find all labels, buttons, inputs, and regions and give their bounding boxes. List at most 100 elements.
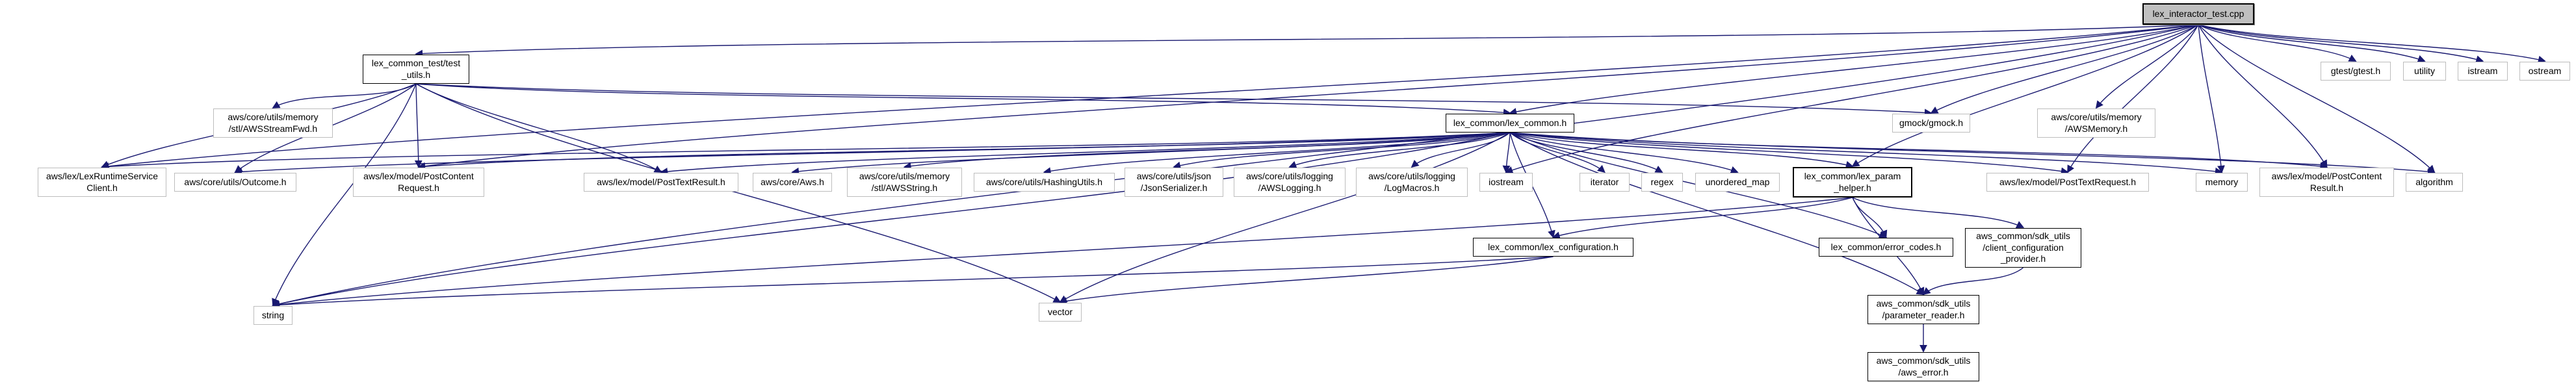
node-label: /LogMacros.h	[1384, 182, 1440, 193]
edge-lexcommon-to-string	[272, 132, 1511, 308]
edge-lexcommon-to-runtimeclient	[101, 132, 1511, 171]
node-label: istream	[2467, 65, 2498, 76]
node-hashing: aws/core/utils/HashingUtils.h	[974, 173, 1115, 192]
edge-lexcommon-to-hashing	[1043, 132, 1511, 175]
edge-lexconfig-to-vector	[1059, 256, 1554, 305]
node-label: /AWSLogging.h	[1258, 182, 1321, 193]
edge-test_utils-to-lexcommon	[415, 83, 1511, 117]
edge-lexcommon-to-jsonser	[1173, 132, 1511, 170]
node-label: iostream	[1489, 176, 1524, 187]
edge-lexcommon-to-posttextreq	[1509, 132, 2069, 175]
node-posttextreq: aws/lex/model/PostTextRequest.h	[1986, 173, 2149, 192]
edge-lexcommon-to-outcome	[234, 132, 1511, 176]
node-lexcommon[interactable]: lex_common/lex_common.h	[1446, 114, 1574, 133]
node-errorcodes[interactable]: lex_common/error_codes.h	[1819, 238, 1953, 257]
node-iterator: iterator	[1580, 173, 1630, 192]
edge-lexcommon-to-awslogging	[1288, 132, 1511, 169]
node-label: lex_common/lex_param	[1804, 170, 1901, 181]
node-label: _provider.h	[2000, 253, 2046, 264]
node-label: aws/lex/model/PostTextResult.h	[597, 176, 725, 187]
node-label: aws/lex/model/PostContent	[2271, 170, 2382, 181]
node-label: /stl/AWSStreamFwd.h	[228, 123, 318, 134]
node-label: /JsonSerializer.h	[1140, 182, 1208, 193]
node-label: lex_common/lex_common.h	[1453, 117, 1567, 128]
edge-main-to-algorithm	[2198, 24, 2436, 173]
node-awserror[interactable]: aws_common/sdk_utils/aws_error.h	[1867, 352, 1979, 381]
node-paramhelper[interactable]: lex_common/lex_param_helper.h	[1793, 167, 1912, 197]
edge-main-to-string	[272, 24, 2199, 308]
node-label: _helper.h	[1834, 182, 1871, 193]
node-logmacros: aws/core/utils/logging/LogMacros.h	[1356, 168, 1468, 197]
edge-paramhelper-to-string	[272, 197, 1853, 309]
node-awslogging: aws/core/utils/logging/AWSLogging.h	[1234, 168, 1346, 197]
node-outcome: aws/core/utils/Outcome.h	[174, 173, 296, 192]
node-label: aws/core/utils/logging	[1246, 170, 1333, 181]
edge-main-to-gmock	[1930, 24, 2199, 114]
node-label: aws/core/utils/memory	[859, 170, 950, 181]
node-posttextresult: aws/lex/model/PostTextResult.h	[584, 173, 738, 192]
node-streamfwd: aws/core/utils/memory/stl/AWSStreamFwd.h	[213, 108, 333, 138]
node-label: /parameter_reader.h	[1882, 309, 1965, 320]
edge-main-to-test_utils	[415, 24, 2199, 58]
edge-main-to-awsmemory	[2095, 24, 2199, 109]
edge-lexcommon-to-paramreader	[1509, 132, 1925, 295]
node-gtest: gtest/gtest.h	[2321, 62, 2391, 81]
node-label: _utils.h	[401, 69, 431, 80]
edge-main-to-istream	[2198, 24, 2484, 63]
edge-paramhelper-to-clientconfig	[1852, 197, 2025, 228]
node-label: aws/lex/LexRuntimeService	[46, 170, 158, 181]
node-label: iterator	[1590, 176, 1619, 187]
node-label: aws/core/utils/memory	[228, 111, 319, 122]
node-label: aws/core/utils/Outcome.h	[184, 176, 287, 187]
node-utility: utility	[2403, 62, 2446, 81]
node-unordered: unordered_map	[1695, 173, 1780, 192]
node-label: lex_common_test/test	[371, 57, 461, 68]
edge-test_utils-to-posttextresult	[415, 83, 662, 173]
node-label: lex_common/error_codes.h	[1830, 241, 1942, 252]
edge-lexcommon-to-memory	[1509, 132, 2223, 175]
node-label: /AWSMemory.h	[2064, 123, 2128, 134]
node-regex: regex	[1641, 173, 1683, 192]
node-label: aws/lex/model/PostTextRequest.h	[1999, 176, 2137, 187]
node-label: gtest/gtest.h	[2330, 65, 2381, 76]
node-label: aws_common/sdk_utils	[1876, 355, 1971, 366]
edge-test_utils-to-vector	[415, 83, 1061, 303]
edge-lexcommon-to-unordered	[1509, 132, 1739, 174]
edge-lexcommon-to-postcontentreq	[417, 132, 1511, 171]
node-label: Result.h	[2309, 182, 2344, 193]
node-awsstring: aws/core/utils/memory/stl/AWSString.h	[847, 168, 962, 197]
node-algorithm: algorithm	[2406, 173, 2463, 192]
node-string: string	[254, 306, 293, 325]
node-jsonser: aws/core/utils/json/JsonSerializer.h	[1125, 168, 1223, 197]
node-label: regex	[1650, 176, 1674, 187]
edge-clientconfig-to-paramreader	[1922, 267, 2023, 296]
node-lexconfig[interactable]: lex_common/lex_configuration.h	[1473, 238, 1633, 257]
edge-main-to-iostream	[1505, 24, 2199, 174]
node-vector: vector	[1039, 303, 1082, 322]
node-gmock: gmock/gmock.h	[1892, 114, 1970, 133]
edge-lexconfig-to-string	[272, 256, 1554, 309]
edge-lexcommon-to-posttextresult	[660, 132, 1511, 175]
node-awscore: aws/core/Aws.h	[753, 173, 832, 192]
node-clientconfig[interactable]: aws_common/sdk_utils/client_configuratio…	[1965, 228, 2081, 268]
node-label: lex_interactor_test.cpp	[2152, 8, 2244, 19]
node-label: unordered_map	[1705, 176, 1770, 187]
node-test_utils[interactable]: lex_common_test/test_utils.h	[363, 55, 469, 84]
edge-main-to-posttextreq	[2067, 24, 2199, 173]
edge-main-to-ostream	[2198, 24, 2546, 64]
edge-lexcommon-to-awscore	[791, 132, 1511, 175]
edge-main-to-utility	[2198, 24, 2426, 63]
node-istream: istream	[2458, 62, 2508, 81]
edge-lexcommon-to-iostream	[1502, 132, 1511, 173]
node-label: Request.h	[398, 182, 439, 193]
edge-lexcommon-to-vector	[1059, 132, 1511, 303]
node-label: gmock/gmock.h	[1899, 117, 1964, 128]
node-label: aws/core/Aws.h	[761, 176, 824, 187]
node-paramreader[interactable]: aws_common/sdk_utils/parameter_reader.h	[1867, 295, 1979, 324]
edge-main-to-lexcommon	[1509, 24, 2199, 116]
node-label: string	[261, 309, 285, 320]
node-label: ostream	[2528, 65, 2562, 76]
